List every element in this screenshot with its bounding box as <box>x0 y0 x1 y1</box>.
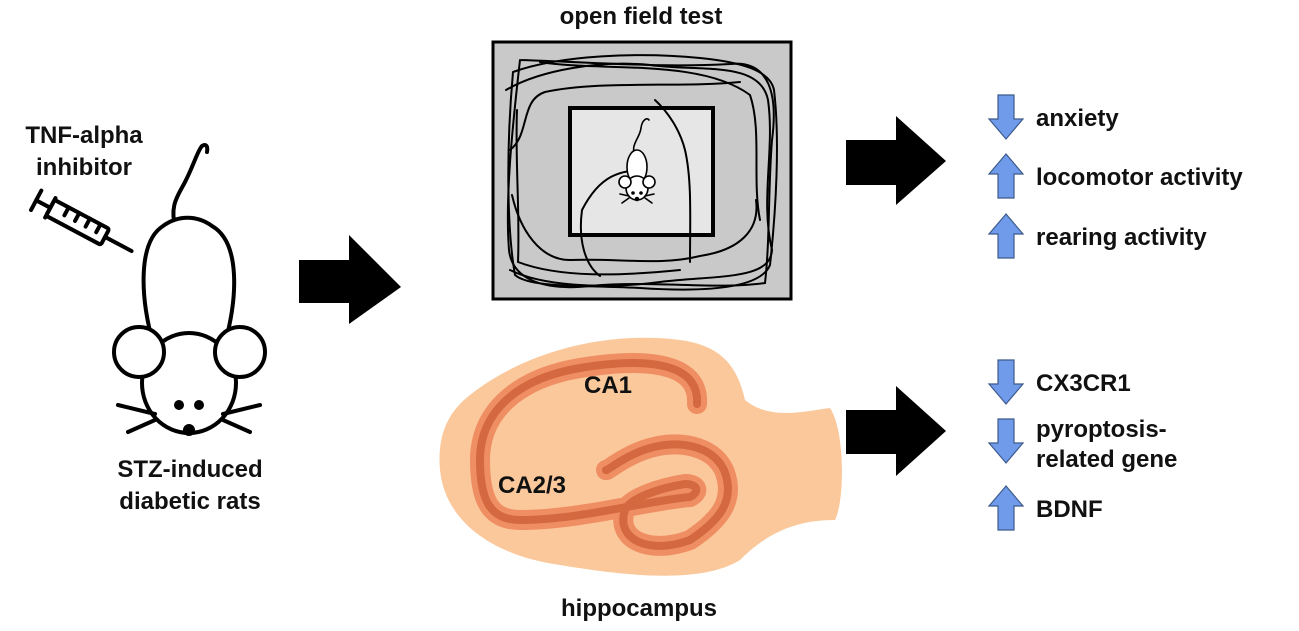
rat-icon <box>112 143 267 436</box>
arrow-down-icon <box>988 94 1024 140</box>
outcome-label-line2: related gene <box>1036 446 1177 473</box>
open-field-arena <box>491 40 793 301</box>
syringe-icon <box>29 188 134 254</box>
hippocampus-illustration <box>439 337 842 576</box>
open-field-title: open field test <box>560 3 723 30</box>
outcome-label: locomotor activity <box>1036 164 1243 191</box>
arrow-up-icon <box>988 485 1024 531</box>
arrow-down-icon <box>988 418 1024 464</box>
outcome-label: BDNF <box>1036 496 1103 523</box>
treatment-label-line2: inhibitor <box>36 154 132 181</box>
behavior-outcomes: anxiety locomotor activity rearing activ… <box>988 94 1243 259</box>
hippocampus-title: hippocampus <box>561 595 717 622</box>
arrow-up-icon <box>988 213 1024 259</box>
arrow-right-main <box>299 235 401 324</box>
outcome-label: anxiety <box>1036 105 1119 132</box>
arrow-right-behavior <box>846 116 946 205</box>
outcome-label-line1: pyroptosis- <box>1036 416 1167 443</box>
model-label-line1: STZ-induced <box>117 456 262 483</box>
outcome-label: rearing activity <box>1036 224 1207 251</box>
molecular-outcomes: CX3CR1 pyroptosis- related gene BDNF <box>988 359 1177 531</box>
arrow-up-icon <box>988 153 1024 199</box>
arrow-down-icon <box>988 359 1024 405</box>
treatment-label-line1: TNF-alpha <box>25 122 143 149</box>
model-label-line2: diabetic rats <box>119 488 260 515</box>
outcome-label: CX3CR1 <box>1036 370 1131 397</box>
arrow-right-molecular <box>846 386 946 476</box>
region-ca23-label: CA2/3 <box>498 472 566 499</box>
region-ca1-label: CA1 <box>584 372 632 399</box>
